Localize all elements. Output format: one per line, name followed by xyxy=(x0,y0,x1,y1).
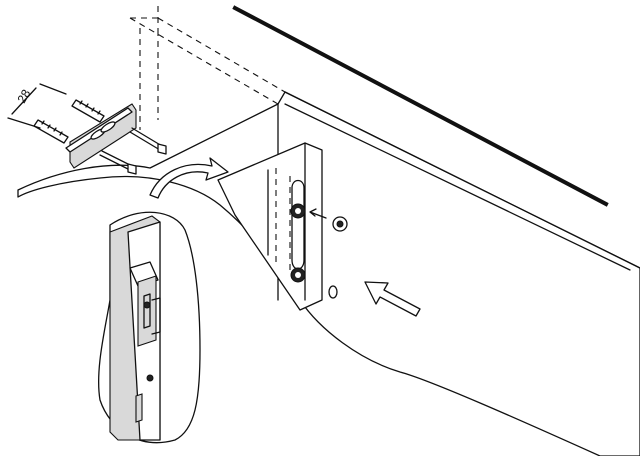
screws xyxy=(99,127,167,175)
detail-inset xyxy=(97,211,201,444)
cabinet-top-line xyxy=(284,91,640,269)
dimension-label: 28 xyxy=(14,87,33,106)
curved-arrow-icon xyxy=(149,157,229,199)
small-arrow-icon xyxy=(309,208,327,219)
wall-outline-dashed xyxy=(129,6,286,130)
cabinet-inner-line xyxy=(284,103,631,271)
push-arrow-icon xyxy=(364,281,421,317)
cabinet-side-panel xyxy=(217,142,348,311)
wall-plugs xyxy=(33,99,105,144)
cabinet-body xyxy=(17,91,640,456)
hole xyxy=(328,285,338,299)
cover-cap xyxy=(332,216,348,232)
dimension-28: 28 xyxy=(7,83,67,129)
hanging-fitting xyxy=(129,261,161,423)
cabinet-top-edge xyxy=(232,5,609,207)
wall-bracket xyxy=(65,103,137,169)
